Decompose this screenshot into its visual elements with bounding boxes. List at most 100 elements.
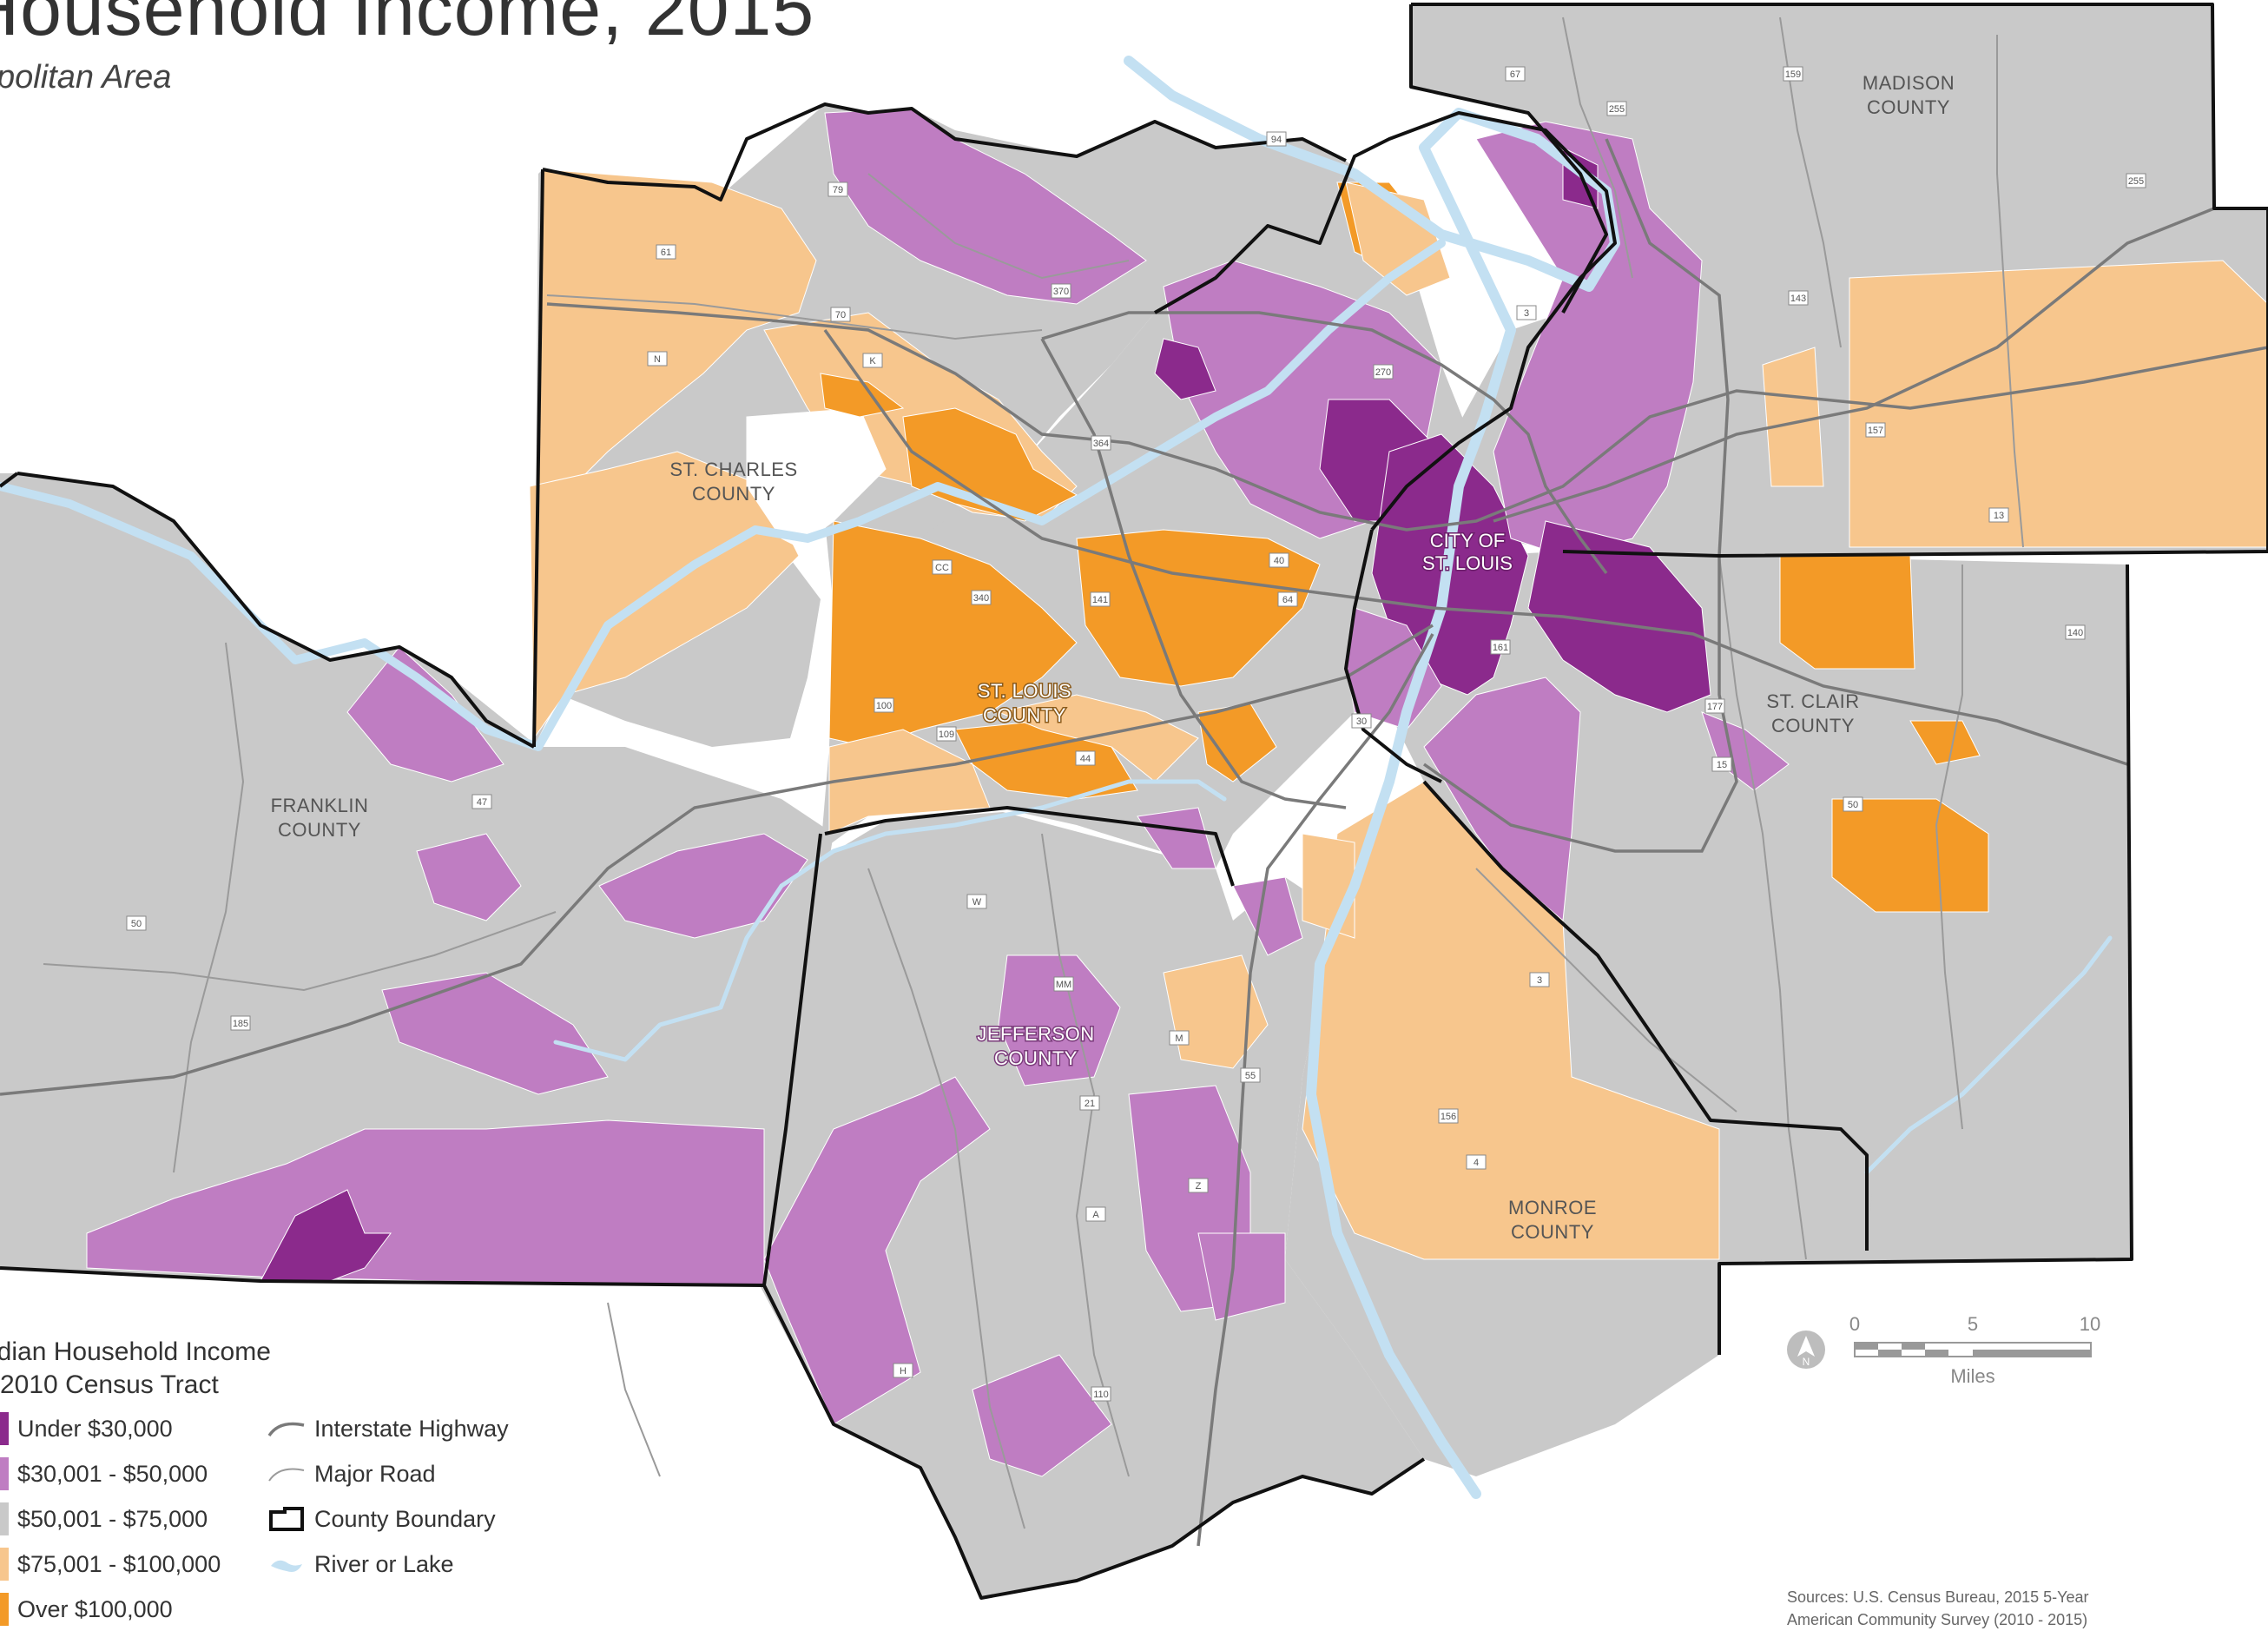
tract-75-100k (1345, 182, 1451, 296)
legend-item-county-boundary: County Boundary (267, 1506, 496, 1533)
north-arrow-icon: N (1787, 1331, 1825, 1369)
route-shield-label: 185 (233, 1019, 248, 1029)
route-shield: 50 (126, 915, 147, 931)
county-boundary (542, 102, 1347, 201)
route-shield-label: MM (1056, 980, 1071, 990)
route-shield-label: 370 (1053, 287, 1069, 297)
interstate-270-west (1040, 338, 1347, 809)
legend-label: County Boundary (314, 1506, 496, 1532)
county-boundary (1409, 4, 1608, 314)
interstate-55-70 (1493, 207, 2215, 523)
legend-item-50-75k: $50,001 - $75,000 (0, 1502, 208, 1535)
franklin-county-area (0, 473, 834, 1285)
interstate-270 (1041, 311, 1608, 575)
legend-swatch (0, 1548, 9, 1581)
route-shield: 94 (1266, 131, 1287, 147)
route-shield-label: 50 (131, 919, 142, 929)
county-boundary (762, 833, 1426, 1600)
route-shield-label: A (1092, 1210, 1099, 1220)
major-road (173, 642, 245, 1173)
route-shield-label: N (654, 354, 661, 365)
route-shield: 161 (1490, 639, 1511, 655)
route-shield: 109 (936, 726, 957, 742)
tract-75-100k (997, 694, 1199, 782)
tract-under-30k (1154, 338, 1216, 400)
major-road (607, 1302, 661, 1477)
scale-bar: N 0 5 10 Miles (1787, 1313, 2100, 1387)
route-shield-label: 30 (1356, 716, 1367, 727)
tract-under-30k (1527, 520, 1711, 713)
route-shield: 3 (1516, 305, 1537, 320)
legend-label: $30,001 - $50,000 (17, 1460, 208, 1487)
major-road (1935, 565, 1963, 1130)
legend-label: Under $30,000 (17, 1415, 173, 1442)
route-shield: 47 (471, 794, 492, 809)
legend-item-major-road: Major Road (267, 1461, 436, 1488)
route-shield-label: 64 (1282, 595, 1293, 605)
route-shield-label: Z (1196, 1181, 1202, 1192)
county-boundaries (0, 3, 2268, 1600)
tract-30-50k (598, 833, 808, 939)
route-shield: 141 (1090, 591, 1111, 607)
route-shield: Z (1188, 1178, 1209, 1193)
tract-under-30k (260, 1189, 392, 1282)
svg-text:N: N (1803, 1356, 1810, 1368)
legend-item-75-100k: $75,001 - $100,000 (0, 1548, 221, 1581)
tract-30-50k (998, 954, 1121, 1086)
scale-tick-5: 5 (1968, 1313, 1978, 1335)
scale-tick-10: 10 (2080, 1313, 2100, 1335)
route-shield: 270 (1373, 364, 1394, 380)
route-shield-label: W (972, 897, 982, 908)
legend-swatch (0, 1412, 9, 1445)
interstate-highways (0, 138, 2268, 1547)
route-shield: 159 (1783, 66, 1803, 82)
interstate-70 (546, 302, 2268, 532)
legend-swatch (0, 1593, 9, 1626)
route-shield: 15 (1711, 756, 1732, 772)
route-shield: 70 (830, 307, 851, 322)
legend-label: Over $100,000 (17, 1595, 173, 1622)
route-shield-label: 13 (1994, 511, 2004, 521)
tract-75-100k (1849, 260, 2268, 548)
route-shield: K (862, 353, 883, 368)
legend-item-interstate: Interstate Highway (267, 1416, 509, 1443)
route-shield-label: 109 (939, 730, 954, 740)
legend-label: Interstate Highway (314, 1416, 509, 1442)
major-road (867, 173, 1130, 280)
tract-30-50k (1197, 1232, 1286, 1321)
route-shield-label: 79 (833, 185, 843, 195)
route-shield-label: 143 (1790, 294, 1806, 304)
county-boundary (1344, 529, 1442, 783)
route-shield-label: 50 (1848, 800, 1858, 810)
interstate-highway-icon (267, 1422, 305, 1436)
route-shield-label: 159 (1785, 69, 1801, 80)
route-shield-label: 140 (2067, 628, 2083, 638)
route-shield-label: 4 (1474, 1158, 1479, 1168)
route-shield-label: 270 (1375, 367, 1391, 378)
tract-30-50k (972, 1354, 1112, 1477)
major-road (1562, 17, 1633, 279)
scale-unit: Miles (1950, 1365, 1994, 1387)
legend-swatch (0, 1502, 9, 1535)
route-shield: 157 (1865, 422, 1886, 438)
route-shield-label: 70 (835, 310, 846, 320)
legend-label: $75,001 - $100,000 (17, 1550, 221, 1577)
tract-over-100k (1831, 798, 1989, 913)
legend-title-line2: 2010 Census Tract (0, 1370, 219, 1399)
route-shield-label: 255 (2128, 176, 2144, 187)
route-shield: 3 (1529, 972, 1550, 987)
legend-title: edian Household Income 2010 Census Tract (0, 1336, 271, 1402)
route-shield: MM (1053, 976, 1074, 992)
legend-swatch (0, 1457, 9, 1490)
missouri-river (0, 239, 1446, 751)
interstate-55 (1197, 633, 1434, 1547)
major-road (1041, 833, 1130, 1477)
income-tracts (86, 108, 2268, 1477)
tract-over-100k (1076, 529, 1321, 687)
